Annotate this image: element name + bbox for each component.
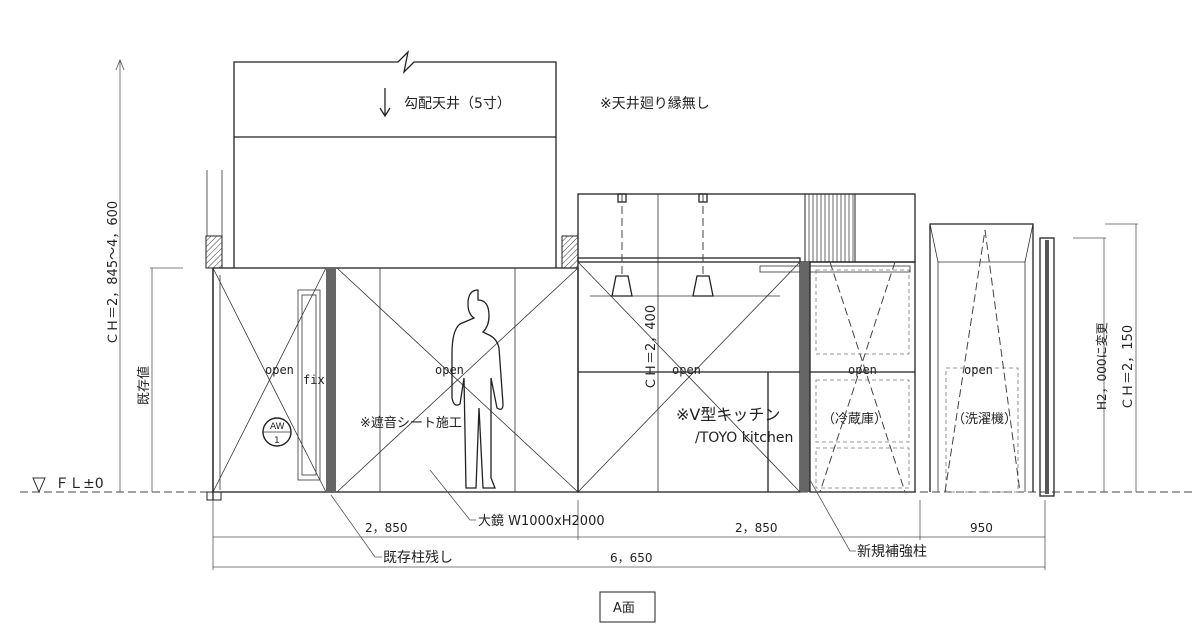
- fix-label: fix: [303, 373, 325, 387]
- fridge-area: [809, 261, 916, 493]
- open-label-5: open: [964, 363, 993, 377]
- existing-column-leader: [330, 494, 382, 558]
- washer-area: [929, 223, 1034, 493]
- door-frame-right: [1039, 237, 1055, 497]
- dimension-1: 2，850: [365, 521, 408, 535]
- left-wall: [206, 267, 579, 501]
- sloped-ceiling: [206, 50, 557, 268]
- kitchen-note-2: /TOYO kitchen: [695, 430, 793, 446]
- pendant-lamp-1: [611, 193, 633, 297]
- sheet-label: A面: [613, 601, 635, 616]
- pendant-lamp-2: [692, 193, 714, 297]
- molding-note: ※天井廻り縁無し: [600, 96, 710, 112]
- ch-left-label: ＣＨ＝2，845～4，600: [106, 201, 121, 345]
- svg-text:1: 1: [274, 436, 280, 446]
- open-label-3: open: [672, 363, 701, 377]
- fridge-label: （冷蔵庫）: [822, 412, 887, 427]
- open-label-1: open: [265, 363, 294, 377]
- dimension-ch-left: [115, 58, 125, 492]
- new-column-label: 新規補強柱: [857, 544, 927, 560]
- kitchen-note-1: ※V型キッチン: [676, 405, 780, 424]
- existing-post-right: [561, 235, 579, 269]
- new-column: [800, 262, 810, 492]
- aw-tag: AW 1: [262, 417, 292, 447]
- ch-right-label: ＣＨ＝2，150: [1121, 325, 1136, 410]
- human-figure: [451, 289, 504, 489]
- existing-value-label: 既存値: [136, 366, 152, 405]
- range-hood: [804, 193, 856, 263]
- ch-kitchen: ＣＨ＝2，400: [644, 305, 659, 390]
- existing-column: [326, 268, 336, 492]
- mirror-label: 大鏡 W1000xH2000: [478, 514, 605, 529]
- mirror-leader: [429, 469, 476, 521]
- existing-post-left: [205, 235, 223, 269]
- dimension-h-change: [1073, 237, 1106, 492]
- dimension-segments: [212, 500, 1046, 570]
- floor-level-marker: [32, 477, 46, 494]
- h-change-label: H2，000に変更: [1094, 322, 1109, 410]
- washer-label: （洗濯機）: [952, 412, 1017, 427]
- down-arrow-icon: [379, 88, 391, 118]
- sound-sheet-note: ※遮音シート施工: [360, 415, 462, 431]
- new-column-leader: [809, 479, 856, 552]
- dimension-3: 950: [970, 521, 993, 535]
- total-dimension: 6，650: [610, 551, 653, 565]
- dimension-existing: [150, 267, 183, 492]
- sheet-label-box: [599, 591, 656, 623]
- svg-text:AW: AW: [270, 422, 285, 432]
- floor-level-label: ＦＬ±0: [55, 476, 104, 492]
- open-label-4: open: [848, 363, 877, 377]
- dimension-ch-right: [1105, 223, 1138, 492]
- dimension-2: 2，850: [735, 521, 778, 535]
- open-label-2: open: [435, 363, 464, 377]
- existing-column-label: 既存柱残し: [383, 550, 453, 566]
- kitchen-area: [577, 193, 916, 493]
- ceiling-note: 勾配天井（5寸）: [404, 96, 511, 112]
